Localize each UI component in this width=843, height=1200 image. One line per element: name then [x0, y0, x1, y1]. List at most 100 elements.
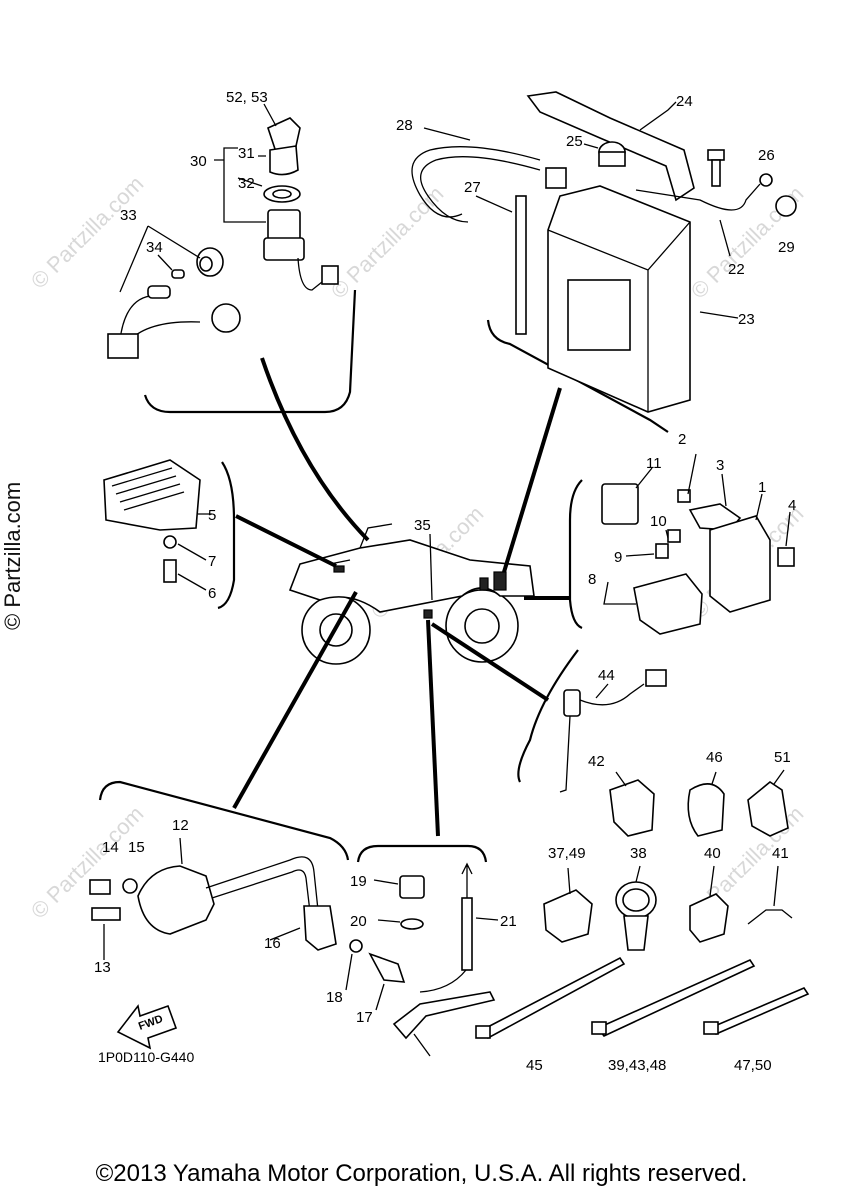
callout-37-49: 37,49 [548, 845, 586, 862]
battery-cable [411, 146, 541, 218]
callout-15: 15 [128, 839, 145, 856]
clamp-37 [543, 889, 593, 943]
callout-24: 24 [676, 93, 693, 110]
relay-group [568, 453, 795, 635]
diagram-code: 1P0D110-G440 [98, 1049, 194, 1065]
callout-9: 9 [614, 549, 622, 566]
leader [119, 225, 201, 293]
callout-13: 13 [94, 959, 111, 976]
rubber-cap-hole [199, 256, 213, 272]
marker [493, 571, 507, 591]
tie-47-head [703, 1021, 719, 1035]
link-line [260, 357, 370, 542]
callout-19: 19 [350, 873, 367, 890]
leader [595, 683, 609, 699]
leader [345, 879, 499, 1057]
battery-edges [547, 221, 691, 412]
link-line [502, 387, 562, 573]
link-line [235, 514, 337, 568]
leader [429, 533, 433, 601]
washer [163, 535, 177, 549]
terminal-cover [545, 167, 567, 189]
switch-wire [297, 257, 323, 291]
tie-47 [708, 987, 810, 1035]
callout-8: 8 [588, 571, 596, 588]
callout-labels: 52, 53 31 30 32 33 34 24 28 25 26 27 29 … [94, 89, 796, 1074]
sensor-group [345, 844, 499, 1057]
sensor-21-arrow [461, 862, 473, 898]
connector-lines [232, 357, 570, 837]
callout-40: 40 [704, 845, 721, 862]
plug-cap [303, 905, 337, 951]
cdi-unit [709, 515, 771, 613]
leader [177, 513, 212, 591]
clamps-bottom-row [543, 865, 793, 951]
wire-holder-36 [392, 991, 496, 1040]
clamp-40 [689, 893, 729, 943]
callout-11: 11 [646, 455, 662, 472]
leader [223, 147, 266, 223]
cdi-connector [777, 547, 795, 567]
key-cap [267, 117, 301, 153]
nut-ring-hole [272, 189, 292, 199]
callout-46: 46 [706, 749, 723, 766]
callout-52-53: 52, 53 [226, 89, 268, 106]
callout-16: 16 [264, 935, 281, 952]
fuse-bolt [667, 529, 681, 543]
battery-cable [420, 156, 541, 223]
callout-3: 3 [716, 457, 724, 474]
battery-group [411, 91, 797, 433]
cable-ties [475, 956, 810, 1040]
callout-25: 25 [566, 133, 583, 150]
callout-39-43-48: 39,43,48 [608, 1057, 666, 1074]
rubber-cap [211, 303, 241, 333]
callout-29: 29 [778, 239, 795, 256]
screw [677, 489, 691, 503]
watermark: © Partzilla.com [26, 801, 149, 924]
callout-5: 5 [208, 507, 216, 524]
battery-label [567, 279, 631, 351]
callout-4: 4 [788, 497, 796, 514]
switch-body [267, 209, 301, 241]
group-bracket [356, 844, 488, 863]
side-watermark: © Partzilla.com [0, 482, 25, 630]
clamp-46 [687, 783, 725, 837]
leader [583, 143, 599, 149]
spring [559, 715, 571, 793]
link-line [232, 591, 358, 809]
callout-34: 34 [146, 239, 163, 256]
bulb [171, 269, 185, 279]
leader [103, 837, 301, 960]
relay [601, 483, 639, 525]
callout-6: 6 [208, 585, 216, 602]
gasket-18 [349, 939, 363, 953]
callout-51: 51 [774, 749, 791, 766]
marker [423, 609, 433, 619]
negative-lead [635, 183, 761, 211]
leader [567, 865, 779, 907]
callout-20: 20 [350, 913, 367, 930]
callout-12: 12 [172, 817, 189, 834]
clamp-51 [747, 781, 789, 837]
fuse [655, 543, 669, 559]
clamp-42 [609, 779, 655, 837]
damper-body [598, 151, 626, 167]
sensor-21-wire [419, 969, 467, 993]
forward-arrow-icon [116, 1004, 178, 1050]
ignition-group [107, 103, 357, 414]
bolt-head [707, 149, 725, 161]
rectifier-body [103, 459, 201, 531]
plug-lead [211, 869, 311, 913]
callout-42: 42 [588, 753, 605, 770]
leader [615, 769, 785, 787]
sensor-21-probe [461, 897, 473, 971]
switch-base [263, 237, 305, 261]
watermark: © Partzilla.com [26, 171, 149, 294]
switch-connector [321, 265, 339, 285]
callout-30: 30 [190, 153, 207, 170]
marker [333, 565, 345, 573]
callout-38: 38 [630, 845, 647, 862]
coil-bolt [89, 879, 111, 895]
callout-26: 26 [758, 147, 775, 164]
